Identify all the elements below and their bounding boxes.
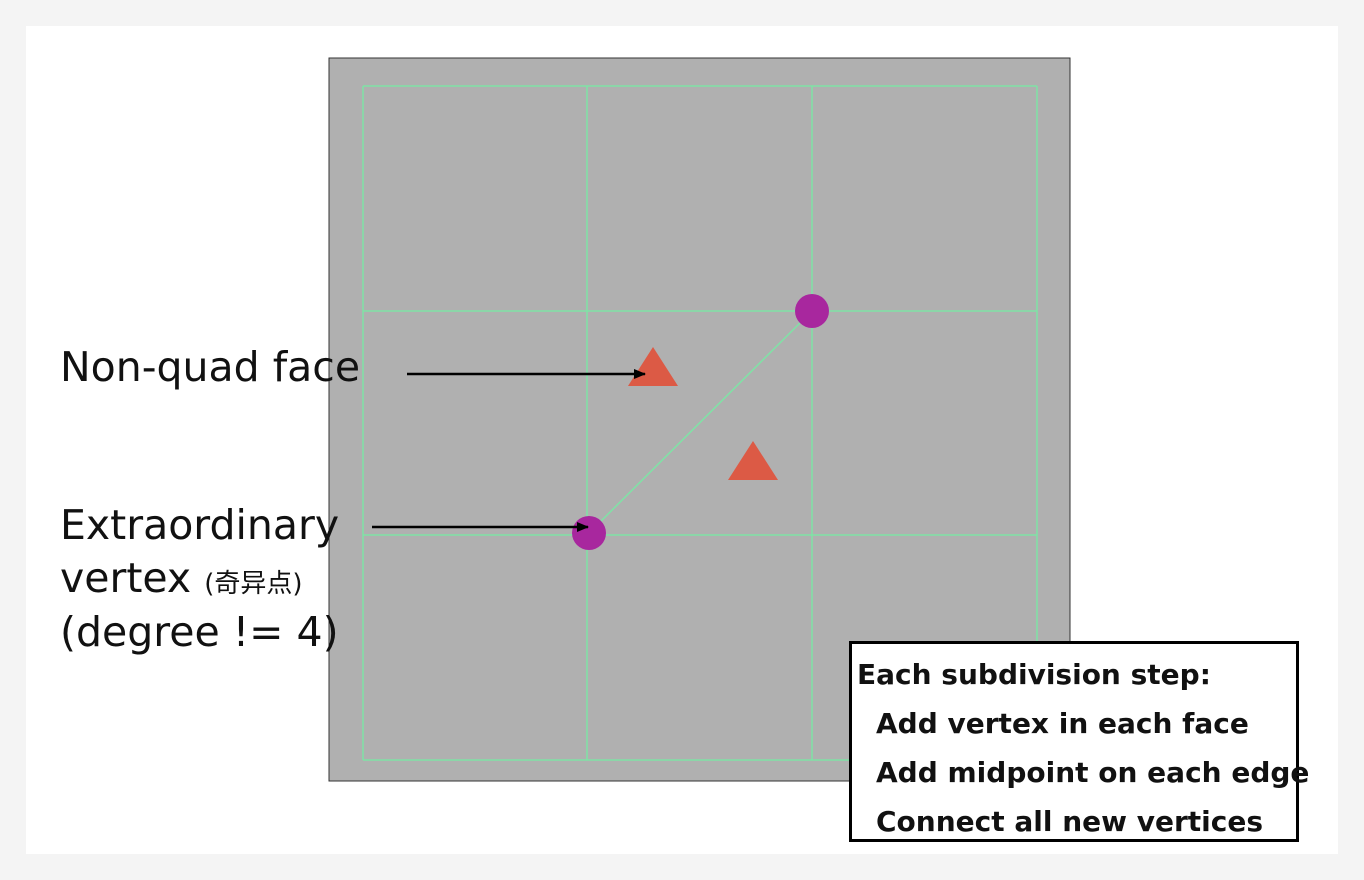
extraordinary-label-line2: vertex (奇异点) <box>60 552 339 605</box>
steps-title: Each subdivision step: <box>857 658 1211 691</box>
step-item: Add vertex in each face <box>876 707 1249 740</box>
extraordinary-label-line3: (degree != 4) <box>60 607 339 656</box>
diagonal-edge <box>588 310 813 534</box>
subdivision-steps-box: Each subdivision step: Add vertex in eac… <box>849 641 1310 842</box>
extraordinary-vertex-upper <box>795 294 829 328</box>
non-quad-face-triangle-lower <box>728 441 778 480</box>
extraordinary-label-line1: Extraordinary <box>60 501 340 549</box>
step-item: Add midpoint on each edge <box>876 756 1310 789</box>
extraordinary-vertex-label: Extraordinary vertex (奇异点) (degree != 4) <box>60 499 339 659</box>
extraordinary-vertex-lower <box>572 516 606 550</box>
extraordinary-label-chinese: (奇异点) <box>204 569 303 600</box>
step-item: Connect all new vertices <box>876 805 1264 838</box>
extraordinary-label-vertex: vertex <box>60 554 192 603</box>
non-quad-face-label: Non-quad face <box>60 343 361 391</box>
